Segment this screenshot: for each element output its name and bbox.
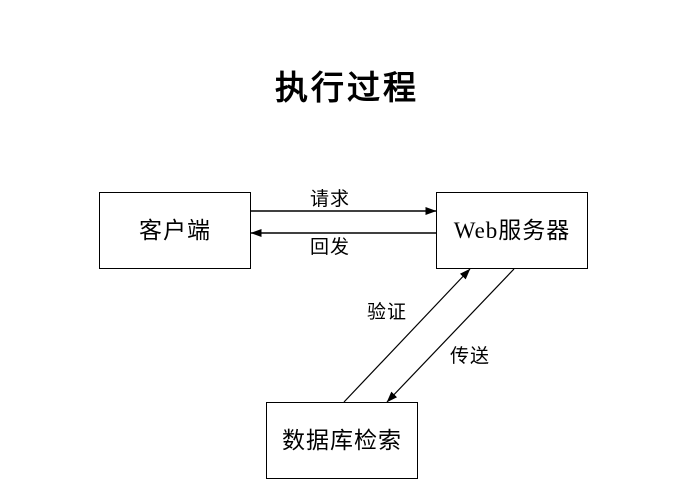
edge-label-request: 请求: [310, 189, 351, 210]
node-database-label: 数据库检索: [282, 428, 402, 453]
node-client-label: 客户端: [139, 218, 211, 243]
node-database: 数据库检索: [266, 402, 418, 479]
connector-transmit: [386, 268, 515, 403]
node-web-server: Web服务器: [436, 192, 588, 269]
node-web-server-label: Web服务器: [453, 218, 571, 243]
edge-label-verify: 验证: [367, 302, 408, 323]
diagram-title: 执行过程: [275, 71, 419, 107]
node-client: 客户端: [99, 192, 251, 269]
edge-label-transmit: 传送: [450, 346, 491, 367]
edge-label-postback: 回发: [310, 237, 351, 258]
connector-verify: [343, 268, 471, 403]
